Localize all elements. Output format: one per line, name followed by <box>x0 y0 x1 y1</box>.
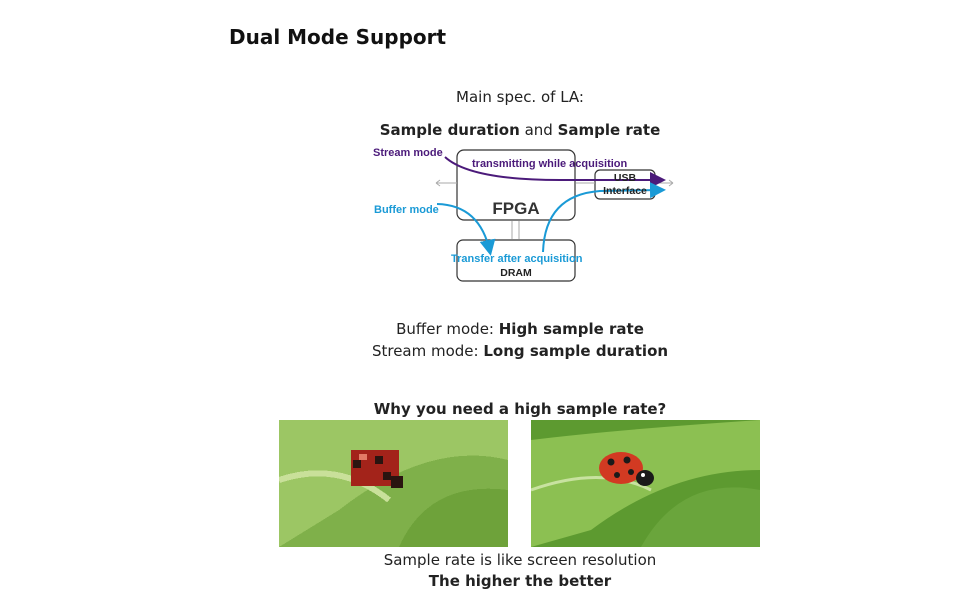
buffer-label: Buffer mode: <box>396 320 499 338</box>
dram-label: DRAM <box>500 267 532 279</box>
stream-mode-line: Stream mode: Long sample duration <box>300 342 740 360</box>
buffer-arrow-in <box>436 203 496 256</box>
fpga-box <box>456 149 576 221</box>
sample-rate: Sample rate <box>557 121 661 139</box>
transmitting-label: transmitting while acquisition <box>472 158 628 170</box>
usb-label: USB <box>614 172 637 184</box>
stream-value: Long sample duration <box>483 342 669 360</box>
buffer-arrow-out <box>542 182 666 253</box>
stream-label: Stream mode: <box>371 342 484 360</box>
spec-heading: Main spec. of LA: <box>456 88 584 106</box>
buffer-mode-label: Buffer mode <box>374 204 439 216</box>
ladybug-high-res-image <box>531 420 760 547</box>
stream-arrow <box>444 156 666 188</box>
ladybug-low-res-image <box>279 420 508 547</box>
interface-label: Interface <box>603 185 647 197</box>
fpga-label: FPGA <box>492 199 539 218</box>
sample-duration: Sample duration <box>379 121 520 139</box>
spec-line: Sample duration and Sample rate <box>300 121 740 139</box>
buffer-value: High sample rate <box>498 320 644 338</box>
conclusion: The higher the better <box>428 572 612 590</box>
page-title: Dual Mode Support <box>229 25 447 49</box>
stream-mode-label: Stream mode <box>373 147 443 159</box>
transfer-label: Transfer after acquisition <box>451 253 583 265</box>
buffer-mode-line: Buffer mode: High sample rate <box>300 320 740 338</box>
why-heading: Why you need a high sample rate? <box>373 400 667 418</box>
caption: Sample rate is like screen resolution <box>383 551 657 569</box>
and-text: and <box>519 121 558 139</box>
